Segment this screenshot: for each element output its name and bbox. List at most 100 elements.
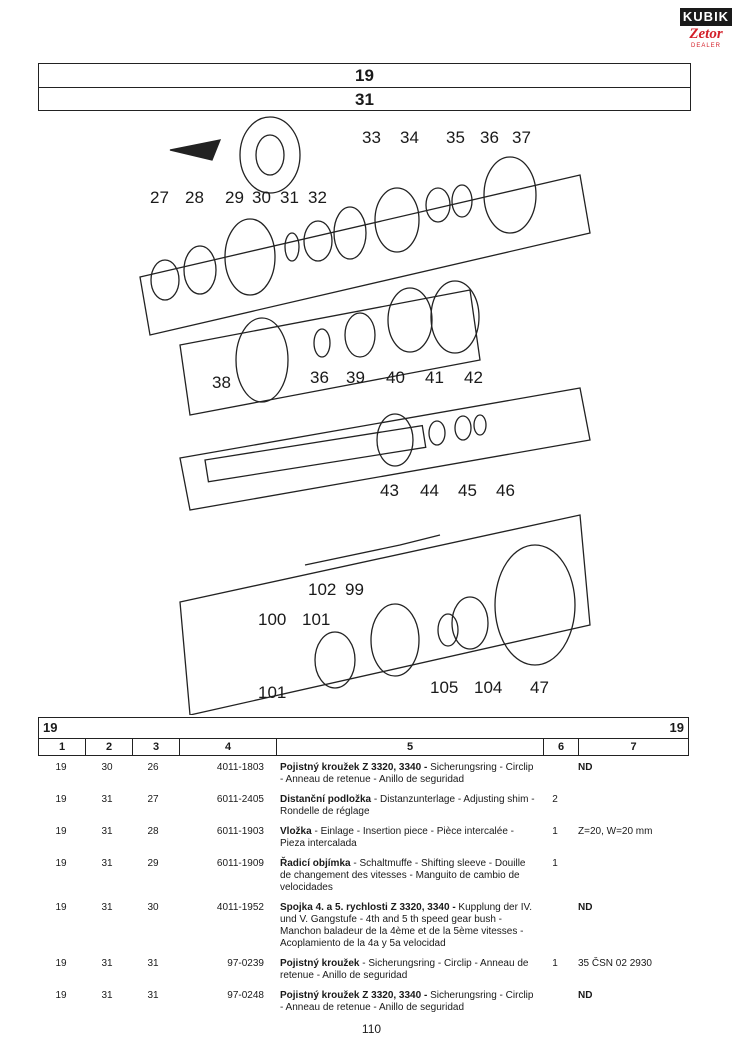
cell-note <box>572 858 689 894</box>
part-translation: Sicherungsring - Circlip - Anneau de ret… <box>280 990 534 1013</box>
cell-c3: 31 <box>147 990 159 1001</box>
cell-c1: 19 <box>55 858 67 869</box>
cell-part: 6011-1909 <box>216 858 264 869</box>
callout-105: 105 <box>430 678 458 697</box>
subgroup-number: 31 <box>39 87 690 111</box>
cell-c3: 26 <box>147 762 159 773</box>
cell-c2: 31 <box>101 990 113 1001</box>
ring-42 <box>430 280 480 354</box>
cell-c3: 29 <box>147 858 159 869</box>
part-translation: - Sicherungsring - Circlip - Anneau de r… <box>280 958 529 981</box>
cell-description: Řadicí objímka - Schaltmuffe - Shifting … <box>272 858 538 894</box>
ring-36 <box>451 184 473 218</box>
fork-99 <box>304 534 441 566</box>
cell-quantity <box>538 762 572 786</box>
part-name: Distanční podložka <box>280 794 372 805</box>
callout-100: 100 <box>258 610 286 629</box>
logo-script: Zetor <box>689 26 723 42</box>
bearing-40 <box>387 287 433 353</box>
cell-c1: 19 <box>55 990 67 1001</box>
cell-c2: 31 <box>101 902 113 913</box>
cell-c1: 19 <box>55 902 67 913</box>
cell-c1: 19 <box>55 762 67 773</box>
kubik-zetor-logo: KUBIK Zetor DEALER <box>680 8 732 64</box>
column-header: 3 <box>133 739 180 755</box>
cell-description: Pojistný kroužek - Sicherungsring - Circ… <box>272 958 538 982</box>
part-name: Pojistný kroužek Z 3320, 3340 - <box>280 990 428 1001</box>
column-header: 7 <box>630 741 637 753</box>
gear-100 <box>314 631 356 689</box>
part-translation: - Einlage - Insertion piece - Pièce inte… <box>280 826 515 849</box>
callout-101-upper: 101 <box>302 610 330 629</box>
callout-32: 32 <box>308 188 327 207</box>
cell-c1: 19 <box>55 958 67 969</box>
callout-34: 34 <box>400 128 419 147</box>
ring-45 <box>454 415 472 441</box>
cell-c2: 31 <box>101 826 113 837</box>
logo-sub: DEALER <box>690 43 721 49</box>
cell-description: Pojistný kroužek Z 3320, 3340 - Sicherun… <box>272 762 538 786</box>
cell-description: Distanční podložka - Distanzunterlage - … <box>272 794 538 818</box>
part-name: Vložka <box>280 826 312 837</box>
callout-44: 44 <box>420 481 439 500</box>
callout-47: 47 <box>530 678 549 697</box>
callout-30: 30 <box>252 188 271 207</box>
table-group-left: 19 <box>43 720 58 735</box>
ring-31 <box>284 232 300 262</box>
callout-102: 102 <box>308 580 336 599</box>
callout-101-lower: 101 <box>258 683 286 702</box>
ring-35 <box>425 187 451 223</box>
callout-28: 28 <box>185 188 204 207</box>
part-translation: Kupplung der IV. und V. Gangstufe - 4th … <box>280 902 533 949</box>
callout-36: 36 <box>480 128 499 147</box>
gear-38 <box>235 317 289 403</box>
part-translation: Sicherungsring - Circlip - Anneau de ret… <box>280 762 534 785</box>
table-row: 19 31 29 6011-1909 Řadicí objímka - Schaltmu… <box>38 858 689 894</box>
cell-note: ND <box>578 762 593 773</box>
cell-c2: 31 <box>101 958 113 969</box>
callout-38: 38 <box>212 373 231 392</box>
cell-note: Z=20, W=20 mm <box>578 826 653 837</box>
hub-99 <box>370 603 420 677</box>
column-header: 1 <box>39 739 86 755</box>
callout-39: 39 <box>346 368 365 387</box>
callout-37: 37 <box>512 128 531 147</box>
gear-37 <box>483 156 537 234</box>
column-header: 6 <box>544 739 579 755</box>
column-header: 4 <box>180 739 277 755</box>
callout-31: 31 <box>280 188 299 207</box>
cell-c3: 31 <box>147 958 159 969</box>
callout-27: 27 <box>150 188 169 207</box>
ring-36b <box>313 328 331 358</box>
hub-29 <box>224 218 276 296</box>
callout-42: 42 <box>464 368 483 387</box>
part-name: Pojistný kroužek Z 3320, 3340 - <box>280 762 428 773</box>
cell-part: 4011-1952 <box>216 902 264 913</box>
cell-quantity <box>538 902 572 950</box>
cell-c1: 19 <box>55 826 67 837</box>
part-name: Pojistný kroužek <box>280 958 360 969</box>
gear-33 <box>333 206 367 260</box>
bearing-44 <box>428 420 446 446</box>
callout-104: 104 <box>474 678 502 697</box>
ring-46 <box>473 414 487 436</box>
cell-c2: 31 <box>101 858 113 869</box>
part-translation: - Distanzunterlage - Adjusting shim - Ro… <box>280 794 535 817</box>
table-group-right: 19 <box>669 720 684 735</box>
cell-quantity: 1 <box>552 958 558 969</box>
cell-part: 97-0239 <box>227 958 264 969</box>
sleeve-part <box>239 116 301 194</box>
callout-40: 40 <box>386 368 405 387</box>
ring-27 <box>150 259 180 301</box>
cell-c3: 27 <box>147 794 159 805</box>
panel-2 <box>179 289 481 416</box>
panel-4 <box>179 514 591 715</box>
cell-description: Spojka 4. a 5. rychlosti Z 3320, 3340 - … <box>272 902 538 950</box>
part-name: Spojka 4. a 5. rychlosti Z 3320, 3340 - <box>280 902 456 913</box>
callout-36-lower: 36 <box>310 368 329 387</box>
